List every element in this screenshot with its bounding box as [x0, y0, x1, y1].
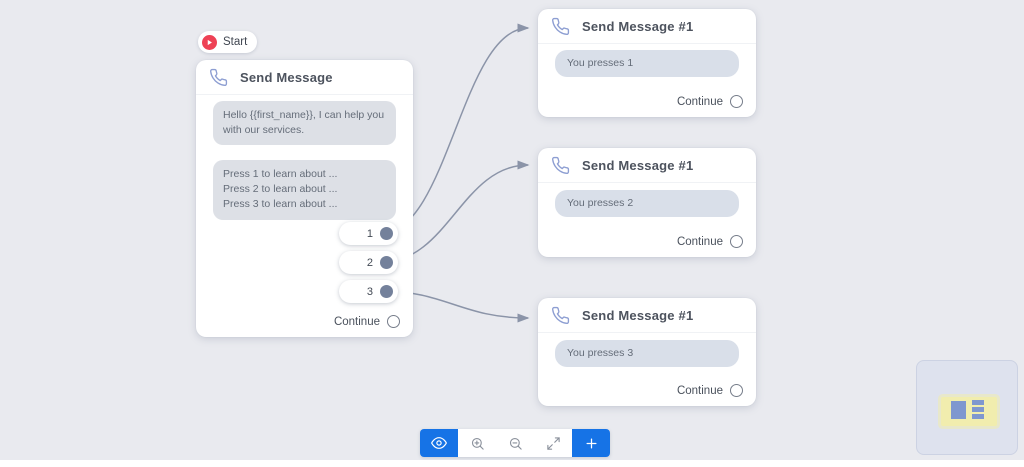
plus-icon	[586, 438, 596, 448]
node-header: Send Message	[196, 60, 413, 95]
menu-line-3: Press 3 to learn about ...	[223, 198, 338, 211]
continue-row: Continue	[677, 384, 743, 397]
node-header: Send Message #1	[538, 298, 756, 333]
choice-button-1-port[interactable]	[380, 227, 393, 240]
start-node[interactable]: Start	[198, 31, 258, 53]
reply-node-2[interactable]: Send Message #1 You presses 2 Continue	[538, 148, 756, 257]
continue-row: Continue	[677, 235, 743, 248]
zoom-in-button[interactable]	[458, 429, 496, 457]
choice-button-2-label: 2	[366, 256, 373, 269]
choice-button-3-port[interactable]	[380, 285, 393, 298]
menu-line-2: Press 2 to learn about ...	[223, 183, 338, 196]
reply-message-bubble: You presses 2	[555, 190, 739, 218]
preview-button[interactable]	[420, 429, 458, 457]
menu-line-1: Press 1 to learn about ...	[223, 168, 338, 180]
fit-view-icon	[546, 436, 560, 450]
minimap-viewport[interactable]	[941, 397, 997, 426]
phone-icon	[210, 68, 228, 87]
minimap-node-reply-3	[972, 414, 984, 419]
choice-button-3-label: 3	[366, 285, 373, 298]
node-title: Send Message #1	[582, 158, 694, 173]
node-header: Send Message #1	[538, 148, 756, 183]
reply-node-1[interactable]: Send Message #1 You presses 1 Continue	[538, 9, 756, 117]
node-header: Send Message #1	[538, 9, 756, 44]
start-label: Start	[223, 36, 248, 48]
zoom-out-icon	[509, 437, 522, 450]
node-title: Send Message #1	[582, 19, 694, 34]
eye-icon	[431, 437, 447, 449]
node-title: Send Message	[240, 70, 333, 85]
canvas-toolbar	[420, 429, 610, 457]
send-message-node[interactable]: Send Message Hello {{first_name}}, I can…	[196, 60, 413, 337]
reply-message-bubble: You presses 3	[555, 340, 739, 368]
continue-label: Continue	[676, 235, 723, 248]
continue-row: Continue	[334, 315, 400, 328]
zoom-out-button[interactable]	[496, 429, 534, 457]
zoom-in-icon	[471, 437, 484, 450]
choice-button-2[interactable]: 2	[339, 251, 398, 274]
minimap[interactable]	[916, 360, 1018, 455]
menu-message-bubble: Press 1 to learn about ... Press 2 to le…	[213, 160, 396, 220]
continue-label: Continue	[333, 315, 380, 328]
phone-icon	[552, 306, 570, 325]
play-icon	[202, 34, 217, 50]
phone-icon	[552, 156, 570, 175]
reply-node-3[interactable]: Send Message #1 You presses 3 Continue	[538, 298, 756, 406]
minimap-node-reply-1	[972, 400, 984, 405]
node-title: Send Message #1	[582, 308, 694, 323]
continue-label: Continue	[676, 384, 723, 397]
continue-port[interactable]	[730, 235, 743, 248]
choice-button-3[interactable]: 3	[339, 280, 398, 303]
continue-label: Continue	[676, 95, 723, 108]
minimap-node-reply-2	[972, 407, 984, 412]
continue-row: Continue	[677, 95, 743, 108]
choice-button-1-label: 1	[366, 227, 373, 240]
greeting-message-bubble: Hello {{first_name}}, I can help you wit…	[213, 101, 396, 146]
minimap-node-main	[951, 401, 966, 419]
continue-port[interactable]	[730, 95, 743, 108]
fit-view-button[interactable]	[534, 429, 572, 457]
continue-port[interactable]	[387, 315, 400, 328]
phone-icon	[552, 17, 570, 36]
add-node-button[interactable]	[572, 429, 610, 457]
choice-button-1[interactable]: 1	[339, 222, 398, 245]
continue-port[interactable]	[730, 384, 743, 397]
reply-message-bubble: You presses 1	[555, 50, 739, 78]
choice-button-2-port[interactable]	[380, 256, 393, 269]
